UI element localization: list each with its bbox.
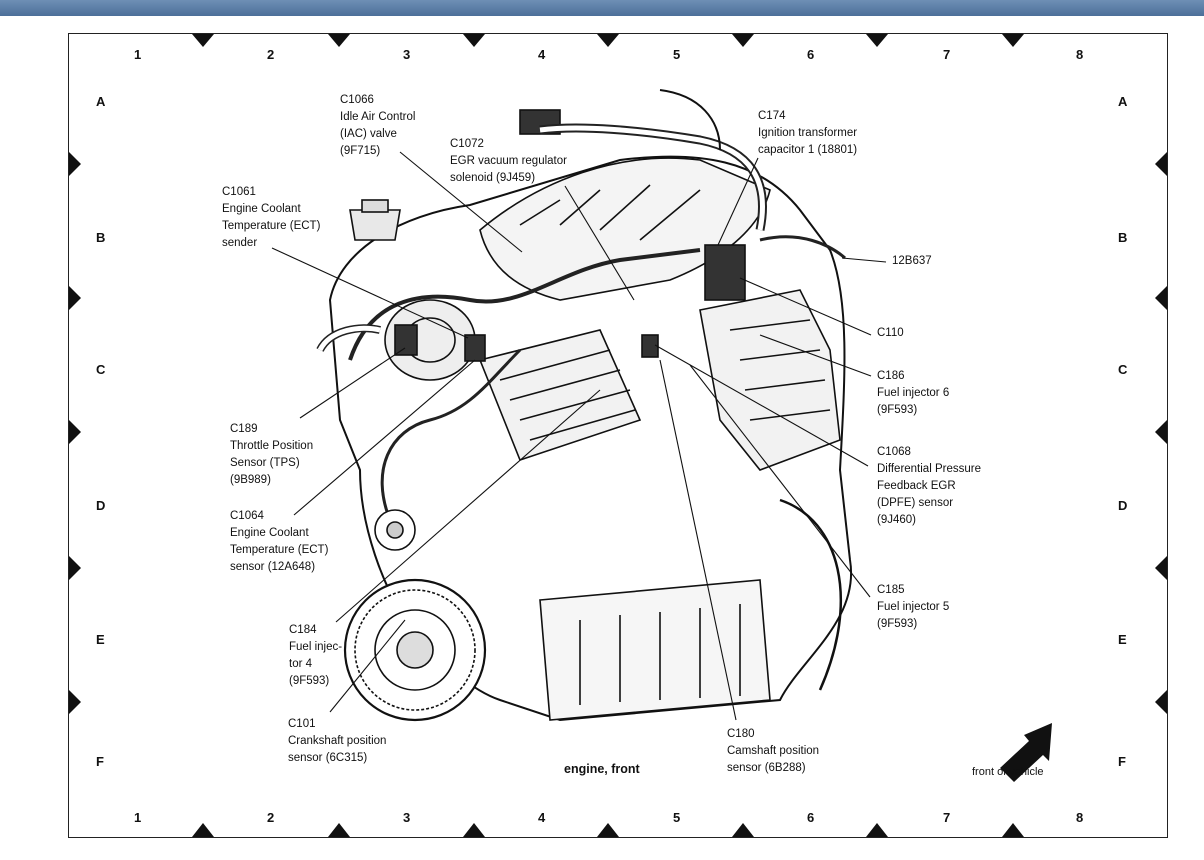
grid-registration-marks [69,34,1167,837]
grid-row-right-f: F [1118,754,1126,769]
front-of-vehicle-label: front of vehicle [972,766,1044,778]
grid-row-left-b: B [96,230,106,245]
grid-col-bottom-1: 1 [134,810,142,825]
grid-col-top-2: 2 [267,47,275,62]
grid-col-top-7: 7 [943,47,951,62]
grid-row-right-b: B [1118,230,1128,245]
engine-drawing [316,89,853,722]
grid-col-top-1: 1 [134,47,142,62]
grid-col-bottom-3: 3 [403,810,411,825]
grid-row-left-f: F [96,754,104,769]
grid-col-top-5: 5 [673,47,681,62]
grid-col-top-8: 8 [1076,47,1084,62]
grid-row-right-e: E [1118,632,1127,647]
diagram-caption: engine, front [564,762,640,776]
grid-row-left-d: D [96,498,106,513]
grid-col-bottom-6: 6 [807,810,815,825]
grid-row-left-c: C [96,362,106,377]
grid-row-right-d: D [1118,498,1128,513]
grid-col-top-6: 6 [807,47,815,62]
front-of-vehicle-arrow-icon [1000,723,1052,782]
grid-row-right-c: C [1118,362,1128,377]
diagram-frame [68,33,1168,838]
callout-c110: C110 [877,327,904,339]
window-title-bar [0,0,1204,16]
leader-lines [271,151,887,721]
grid-row-left-a: A [96,94,106,109]
callout-12b637: 12B637 [892,255,932,267]
grid-row-right-a: A [1118,94,1128,109]
grid-col-bottom-2: 2 [267,810,275,825]
grid-col-bottom-8: 8 [1076,810,1084,825]
grid-row-left-e: E [96,632,105,647]
grid-col-top-3: 3 [403,47,411,62]
grid-col-top-4: 4 [538,47,546,62]
grid-col-bottom-5: 5 [673,810,681,825]
grid-col-bottom-4: 4 [538,810,546,825]
grid-col-bottom-7: 7 [943,810,951,825]
